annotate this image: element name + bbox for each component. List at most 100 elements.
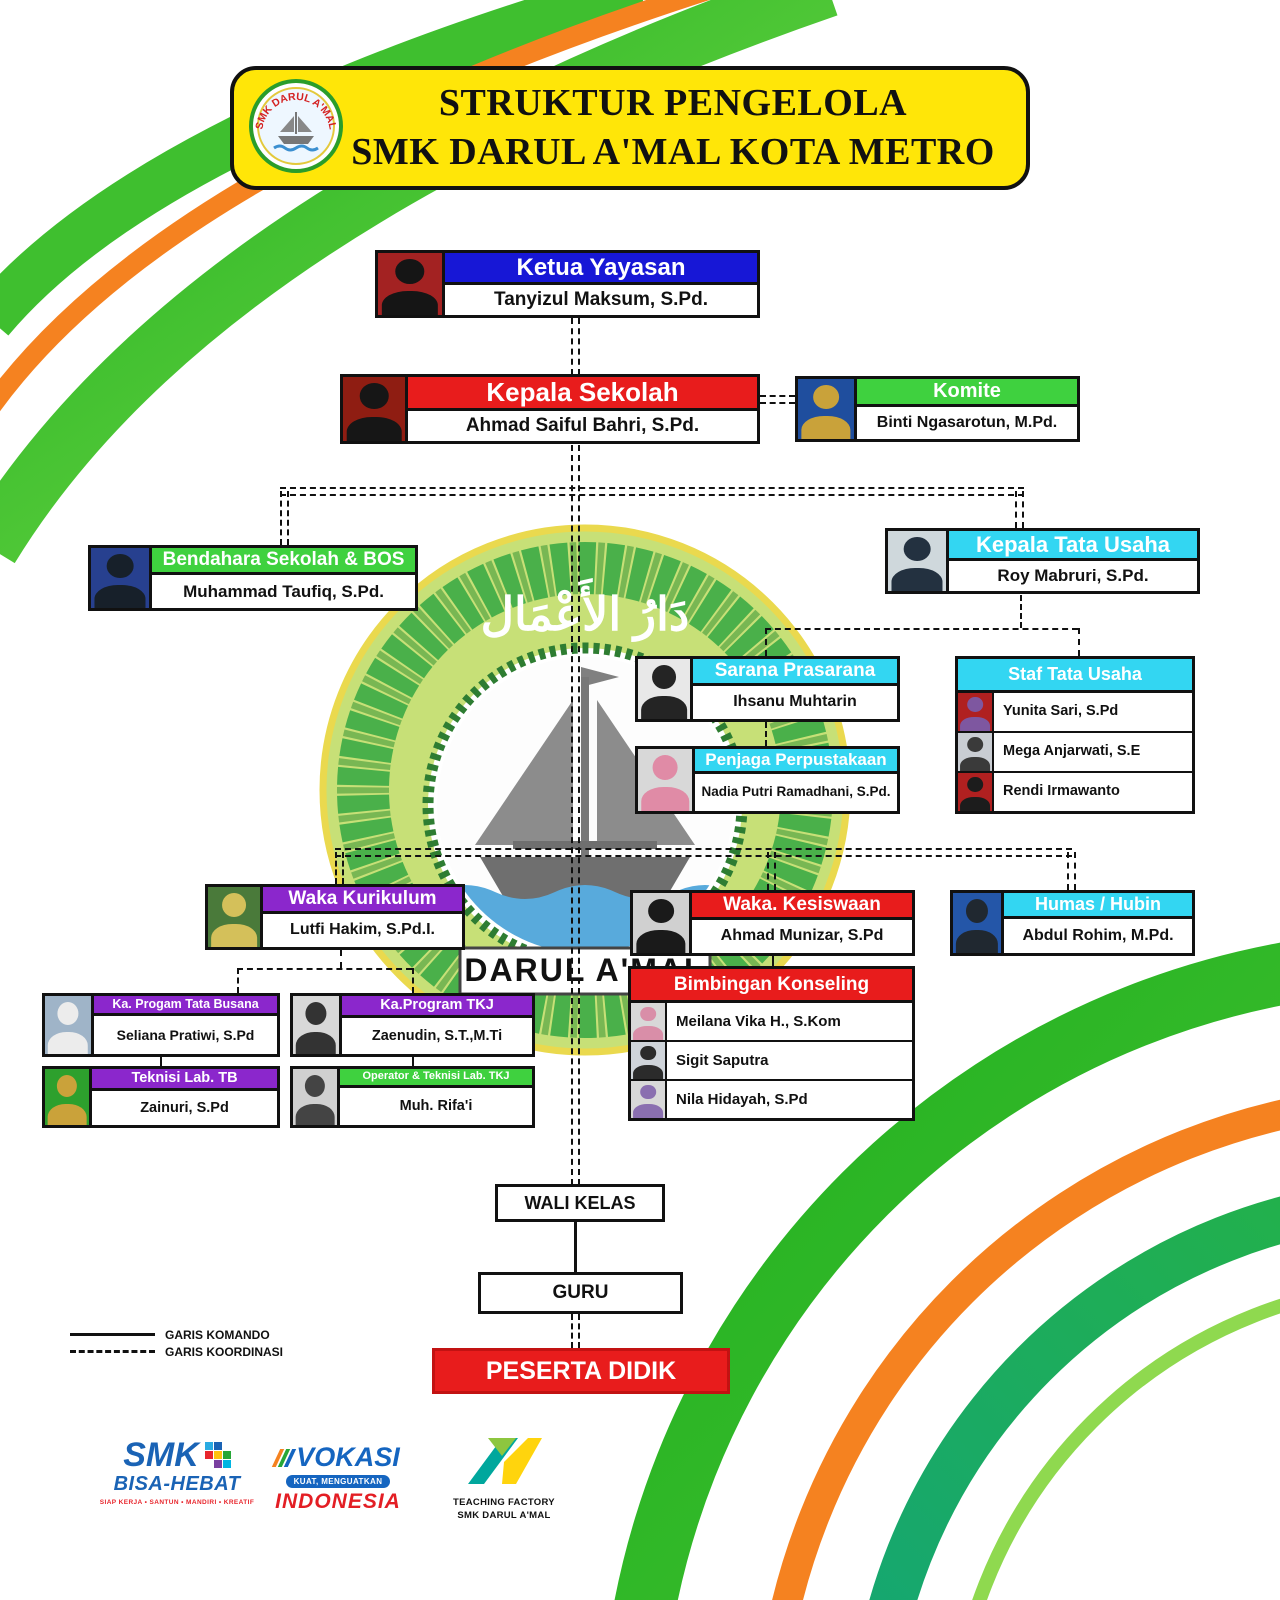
connector-tu-down [1020,595,1022,628]
connector-drop-tkj [412,968,414,993]
org-title-waka-kurikulum: Waka Kurikulum [263,887,462,914]
photo-yunita-sari [958,693,994,731]
teaching-factory-logo: TEACHING FACTORY SMK DARUL A'MAL [424,1426,584,1523]
vokasi-subtitle: KUAT, MENGUATKAN [285,1475,391,1488]
connector-program-branch [237,968,412,970]
connector-tb-teknisi [160,1057,162,1066]
photo-bendahara [91,548,152,608]
org-name-operator-tkj: Muh. Rifa'i [340,1087,532,1125]
smk-bisa-hebat-logo: SMK BISA-HEBAT SIAP KERJA • SANTUN • MAN… [92,1438,262,1506]
page-title: STRUKTUR PENGELOLA SMK DARUL A'MAL KOTA … [344,79,1026,176]
photo-ka-tkj [293,996,342,1054]
org-box-teknisi-tb: Teknisi Lab. TB Zainuri, S.Pd [42,1066,280,1128]
connector-drop-sarana [765,628,767,656]
title-line2: SMK DARUL A'MAL KOTA METRO [351,131,995,173]
org-name-waka-kesiswaan: Ahmad Munizar, S.Pd [692,919,912,953]
org-name-tata-busana: Seliana Pratiwi, S.Pd [94,1016,277,1054]
line-legend: GARIS KOMANDO GARIS KOORDINASI [70,1326,283,1360]
photo-komite [798,379,857,439]
bk-name-3: Nila Hidayah, S.Pd [667,1081,912,1118]
connector-sarana-perpus [765,722,767,746]
photo-teknisi-tb [45,1069,92,1125]
legend-koordinasi-row: GARIS KOORDINASI [70,1343,283,1360]
org-title-komite: Komite [857,379,1077,407]
connector-drop-staf-tu [1078,628,1080,656]
org-name-humas: Abdul Rohim, M.Pd. [1004,918,1192,953]
photo-ketua-yayasan [378,253,445,315]
bk-name-1: Meilana Vika H., S.Kom [667,1003,912,1040]
org-title-ketua-yayasan: Ketua Yayasan [445,253,757,286]
photo-rendi-irmawanto [958,773,994,811]
staf-tu-row-2: Mega Anjarwati, S.E [958,733,1192,773]
org-title-ka-tkj: Ka.Program TKJ [342,996,532,1019]
vokasi-word: VOKASI [296,1442,400,1472]
connector-wali-guru [574,1222,577,1272]
org-box-staf-tu: Staf Tata Usaha Yunita Sari, S.Pd Mega A… [955,656,1195,814]
org-title-staf-tu: Staf Tata Usaha [958,659,1192,693]
title-banner: SMK DARUL A'MAL STRUKTUR PENGELOLA SMK D… [230,66,1030,190]
legend-komando-row: GARIS KOMANDO [70,1326,283,1343]
org-title-tata-busana: Ka. Progam Tata Busana [94,996,277,1017]
photo-kepala-sekolah [343,377,408,441]
photo-meilana-vika [631,1003,667,1040]
connector-tu-branch [765,628,1078,630]
org-title-kepala-tu: Kepala Tata Usaha [949,531,1197,562]
org-box-humas: Humas / Hubin Abdul Rohim, M.Pd. [950,890,1195,956]
org-title-teknisi-tb: Teknisi Lab. TB [92,1069,277,1092]
photo-tata-busana [45,996,94,1054]
photo-humas [953,893,1004,953]
teaching-factory-line1: TEACHING FACTORY [453,1497,555,1508]
connector-kepsek-komite [760,395,795,404]
org-box-waka-kurikulum: Waka Kurikulum Lutfi Hakim, S.Pd.I. [205,884,465,950]
org-name-ka-tkj: Zaenudin, S.T.,M.Ti [342,1018,532,1054]
smk-bisa-hebat-text: BISA-HEBAT [113,1472,241,1495]
staf-tu-row-1: Yunita Sari, S.Pd [958,693,1192,733]
vokasi-indonesia: INDONESIA [275,1490,401,1513]
bk-row-1: Meilana Vika H., S.Kom [631,1003,912,1042]
org-box-perpustakaan: Penjaga Perpustakaan Nadia Putri Ramadha… [635,746,900,814]
school-logo: SMK DARUL A'MAL [248,78,344,179]
photo-nila-hidayah [631,1081,667,1118]
connector-kurikulum-down [340,950,342,968]
org-box-guru: GURU [478,1272,683,1314]
legend-solid-line-sample [70,1333,155,1336]
photo-waka-kurikulum [208,887,263,947]
org-title-humas: Humas / Hubin [1004,893,1192,919]
org-box-tata-busana: Ka. Progam Tata Busana Seliana Pratiwi, … [42,993,280,1057]
org-title-perpustakaan: Penjaga Perpustakaan [695,749,897,774]
connector-branch-row2 [335,848,1072,857]
connector-yayasan-kepsek [571,318,580,375]
org-name-kepala-tu: Roy Mabruri, S.Pd. [949,561,1197,591]
bk-row-2: Sigit Saputra [631,1042,912,1081]
org-name-ketua-yayasan: Tanyizul Maksum, S.Pd. [445,285,757,315]
org-name-perpustakaan: Nadia Putri Ramadhani, S.Pd. [695,773,897,811]
org-name-sarana: Ihsanu Muhtarin [693,685,897,719]
org-box-waka-kesiswaan: Waka. Kesiswaan Ahmad Munizar, S.Pd [630,890,915,956]
org-name-komite: Binti Ngasarotun, M.Pd. [857,407,1077,439]
org-name-waka-kurikulum: Lutfi Hakim, S.Pd.I. [263,913,462,947]
photo-sigit-saputra [631,1042,667,1079]
wali-kelas-label: WALI KELAS [524,1192,636,1213]
bk-row-3: Nila Hidayah, S.Pd [631,1081,912,1118]
connector-drop-bendahara [280,491,289,545]
org-box-kepala-sekolah: Kepala Sekolah Ahmad Saiful Bahri, S.Pd. [340,374,760,444]
photo-waka-kesiswaan [633,893,692,953]
org-title-bk: Bimbingan Konseling [631,969,912,1003]
org-title-bendahara: Bendahara Sekolah & BOS [152,548,415,575]
connector-branch-row1 [280,487,1024,496]
smk-pixel-icon [204,1441,231,1468]
org-box-bendahara: Bendahara Sekolah & BOS Muhammad Taufiq,… [88,545,418,611]
org-name-teknisi-tb: Zainuri, S.Pd [92,1091,277,1125]
smk-tagline: SIAP KERJA • SANTUN • MANDIRI • KREATIF [99,1498,255,1506]
connector-drop-tata-busana [237,968,239,993]
connector-drop-kepala-tu [1015,491,1024,528]
connector-guru-peserta [571,1314,580,1348]
vokasi-stripes-icon [272,1448,297,1467]
org-box-ketua-yayasan: Ketua Yayasan Tanyizul Maksum, S.Pd. [375,250,760,318]
teaching-factory-icon [468,1438,542,1484]
connector-kesiswaan-bk [772,956,774,966]
photo-mega-anjarwati [958,733,994,771]
legend-komando-label: GARIS KOMANDO [165,1327,270,1342]
staf-name-2: Mega Anjarwati, S.E [994,733,1192,771]
